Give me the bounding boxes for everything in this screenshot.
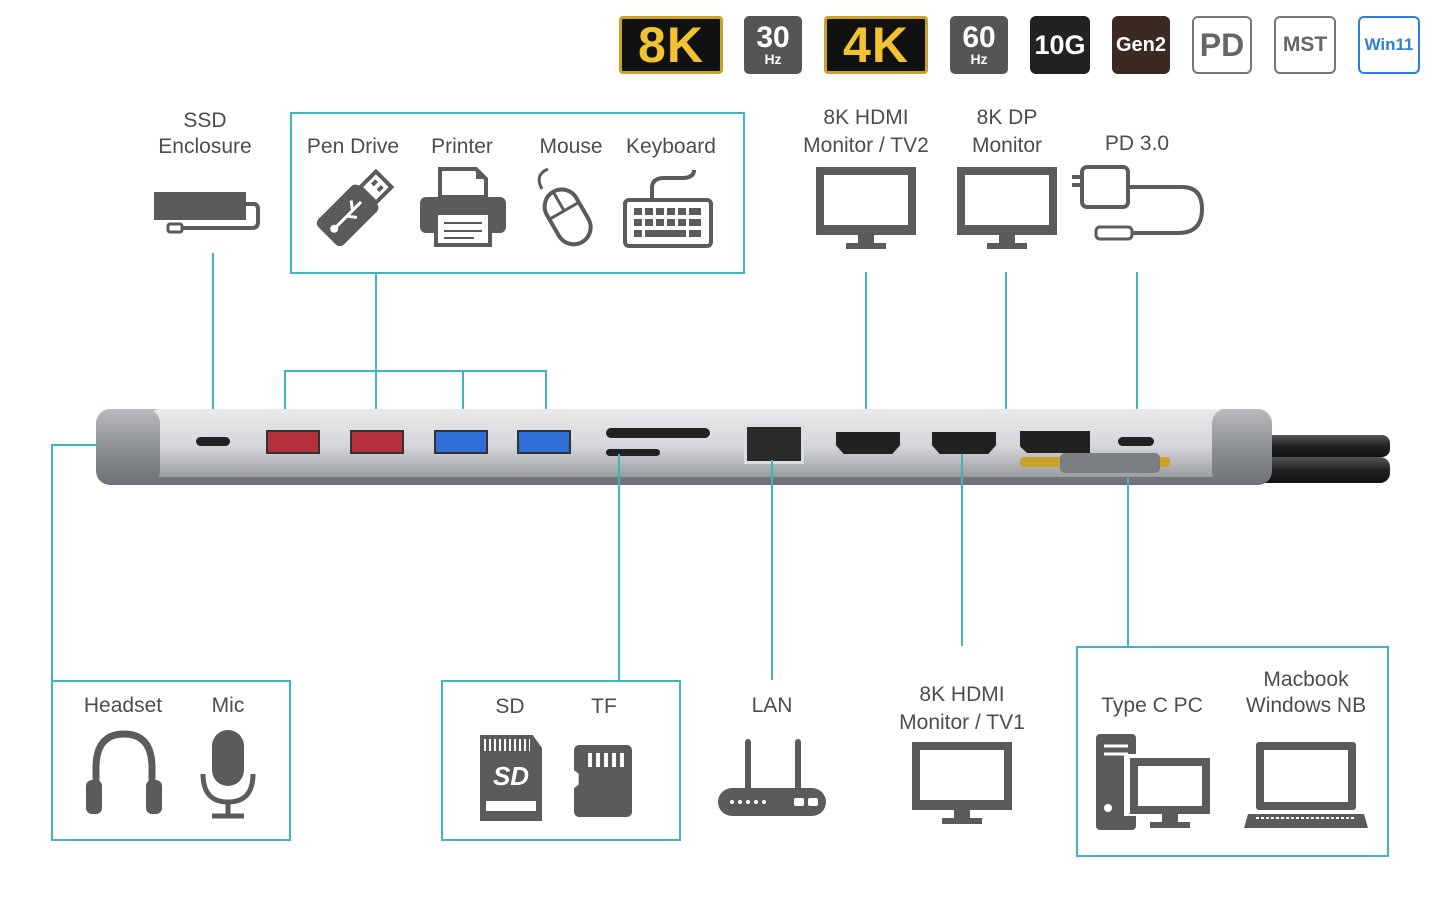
10g-badge: 10G (1030, 16, 1090, 74)
mouse-label: Mouse (539, 135, 603, 158)
8k-badge-text: 8K (638, 17, 704, 73)
win11-badge-text: Win11 (1364, 35, 1414, 54)
dp-connector-line (1005, 272, 1007, 440)
host-connector-line (1127, 478, 1129, 646)
host-box (1076, 646, 1389, 857)
mst-badge: MST (1274, 16, 1336, 74)
dp-label-line2: Monitor (971, 134, 1043, 157)
usb-c-port-left[interactable] (196, 437, 230, 446)
router-icon (718, 739, 826, 816)
usb-box-connector-line (375, 274, 377, 430)
usb-a-port-1[interactable] (266, 430, 320, 454)
tf-label: TF (591, 695, 617, 718)
laptop-icon (1244, 742, 1368, 828)
30hz-value: 30 (756, 21, 790, 54)
lan-label: LAN (751, 694, 793, 717)
ssd-connector-line (212, 253, 214, 431)
ssd-label: SSD Enclosure (145, 108, 265, 160)
pen-drive-icon (316, 168, 395, 247)
tf-card-contacts (588, 753, 626, 767)
keyboard-icon (623, 169, 713, 248)
typec-pc-label: Type C PC (1101, 694, 1203, 717)
notebook-label-line1: Macbook (1263, 668, 1349, 691)
audio-box (51, 680, 291, 841)
8k-badge: 8K (619, 16, 723, 74)
gen2-badge: Gen2 (1112, 16, 1170, 74)
hdmi1-connector-line (961, 454, 963, 646)
printer-icon (420, 167, 506, 247)
10g-badge-text: 10G (1034, 29, 1086, 60)
pd-connector-line (1136, 272, 1138, 432)
dp-monitor-icon (957, 167, 1057, 249)
sd-card-icon: SD (480, 735, 542, 821)
hdmi2-label: 8K HDMI Monitor / TV2 (790, 105, 942, 159)
hdmi2-label-line1: 8K HDMI (823, 106, 909, 129)
headset-icon (86, 730, 162, 814)
usb-branch-line (284, 370, 547, 372)
desktop-pc-icon (1096, 734, 1212, 830)
displayport[interactable] (1020, 431, 1090, 453)
monitor-tv1-icon (912, 742, 1012, 824)
60hz-unit: Hz (970, 51, 988, 67)
sd-card-text: SD (492, 761, 530, 791)
card-reader-box (441, 680, 681, 841)
usb-branch-3 (462, 370, 464, 430)
usb-devices-box (290, 112, 745, 274)
card-connector-line (618, 454, 620, 680)
hdmi1-label: 8K HDMI Monitor / TV1 (880, 682, 1044, 736)
usb-c-dock-device (96, 409, 1390, 485)
4k-badge: 4K (824, 16, 928, 74)
usb-branch-4 (545, 370, 547, 430)
monitor-tv2-icon (816, 167, 916, 249)
pd30-label: PD 3.0 (1104, 132, 1170, 155)
dp-label-line1: 8K DP (976, 106, 1038, 129)
headset-label: Headset (83, 694, 163, 717)
usb-branch-1 (284, 370, 286, 430)
notebook-label: Macbook Windows NB (1236, 667, 1376, 719)
audio-connector-hline (51, 444, 97, 446)
gen2-badge-text: Gen2 (1115, 33, 1167, 56)
sd-card-contacts (484, 739, 530, 751)
win11-badge: Win11 (1358, 16, 1420, 74)
power-adapter-icon (1072, 165, 1205, 241)
usb-c-pd-port[interactable] (1118, 437, 1154, 446)
keyboard-label: Keyboard (626, 135, 716, 158)
ssd-enclosure-icon (154, 192, 260, 234)
ssd-label-line2: Enclosure (158, 135, 252, 158)
usb-a-port-2[interactable] (350, 430, 404, 454)
mic-label: Mic (211, 694, 245, 717)
hdmi-port-2[interactable] (836, 432, 900, 454)
usb-a-port-3[interactable] (434, 430, 488, 454)
hdmi1-label-line2: Monitor / TV1 (899, 711, 1025, 734)
ethernet-port[interactable] (744, 424, 804, 464)
notebook-label-line2: Windows NB (1245, 694, 1367, 717)
mst-badge-text: MST (1282, 33, 1328, 56)
hdmi1-label-line1: 8K HDMI (919, 683, 1005, 706)
audio-connector-line (51, 444, 53, 680)
printer-label: Printer (431, 135, 493, 158)
microphone-icon (200, 730, 256, 819)
hdmi-port-1[interactable] (932, 432, 996, 454)
sd-card-stripe (486, 801, 536, 811)
dp-label: 8K DP Monitor (950, 105, 1064, 159)
hdmi2-label-line2: Monitor / TV2 (803, 134, 929, 157)
usb-a-port-4[interactable] (517, 430, 571, 454)
pd-badge-text: PD (1199, 26, 1245, 63)
tf-card-icon (574, 745, 632, 817)
lan-connector-line (771, 460, 773, 680)
30hz-unit: Hz (764, 51, 782, 67)
ssd-label-line1: SSD (183, 109, 227, 132)
hdmi2-connector-line (865, 272, 867, 440)
tf-card-slot[interactable] (606, 449, 660, 456)
mouse-icon (537, 167, 593, 247)
4k-badge-text: 4K (843, 17, 909, 73)
60hz-value: 60 (962, 21, 996, 54)
pd-badge: PD (1192, 16, 1252, 74)
sd-card-slot[interactable] (606, 428, 710, 438)
pen-drive-label: Pen Drive (306, 135, 400, 158)
sd-label: SD (495, 695, 525, 718)
